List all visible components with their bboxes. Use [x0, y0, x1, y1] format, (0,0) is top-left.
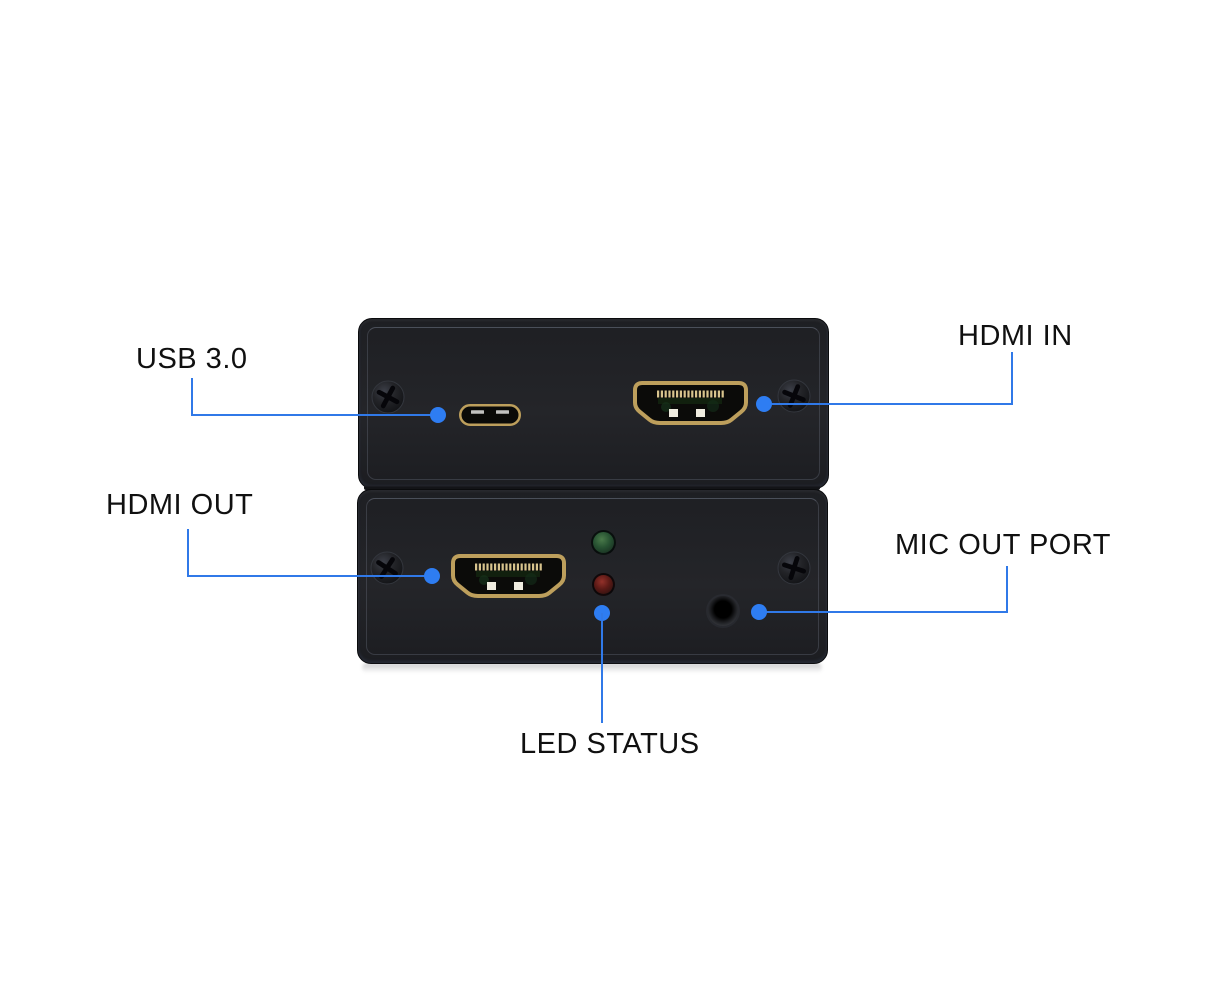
callout-line-usb	[191, 378, 193, 416]
panel-groove	[367, 327, 820, 480]
hdmi-in-port	[633, 381, 748, 425]
callout-dot-hdmi-in	[756, 396, 772, 412]
usb-c-port	[459, 404, 521, 426]
label-hdmi-in: HDMI IN	[958, 320, 1073, 352]
callout-line-hdmi-in	[1011, 352, 1013, 405]
callout-line-hdmi-out	[187, 529, 189, 577]
status-led-red	[592, 573, 615, 596]
callout-line-mic-out	[1006, 566, 1008, 613]
hdmi-out-port	[451, 554, 566, 598]
callout-line-hdmi-out	[188, 575, 433, 577]
callout-dot-usb	[430, 407, 446, 423]
screw-icon	[371, 380, 405, 414]
callout-line-hdmi-in	[764, 403, 1013, 405]
callout-line-usb	[192, 414, 438, 416]
callout-dot-hdmi-out	[424, 568, 440, 584]
callout-line-led-status	[601, 613, 603, 723]
screw-icon	[777, 551, 811, 585]
device-reflection	[362, 663, 822, 673]
status-led-green	[591, 530, 616, 555]
label-hdmi-out: HDMI OUT	[106, 489, 254, 521]
mic-out-jack	[708, 596, 738, 626]
screw-icon	[370, 551, 404, 585]
callout-line-mic-out	[759, 611, 1008, 613]
callout-dot-mic-out	[751, 604, 767, 620]
label-led-status: LED STATUS	[520, 728, 700, 760]
label-usb-3-0: USB 3.0	[136, 343, 248, 375]
panel-seam	[364, 485, 820, 490]
label-mic-out-port: MIC OUT PORT	[895, 529, 1111, 561]
screw-icon	[777, 379, 811, 413]
